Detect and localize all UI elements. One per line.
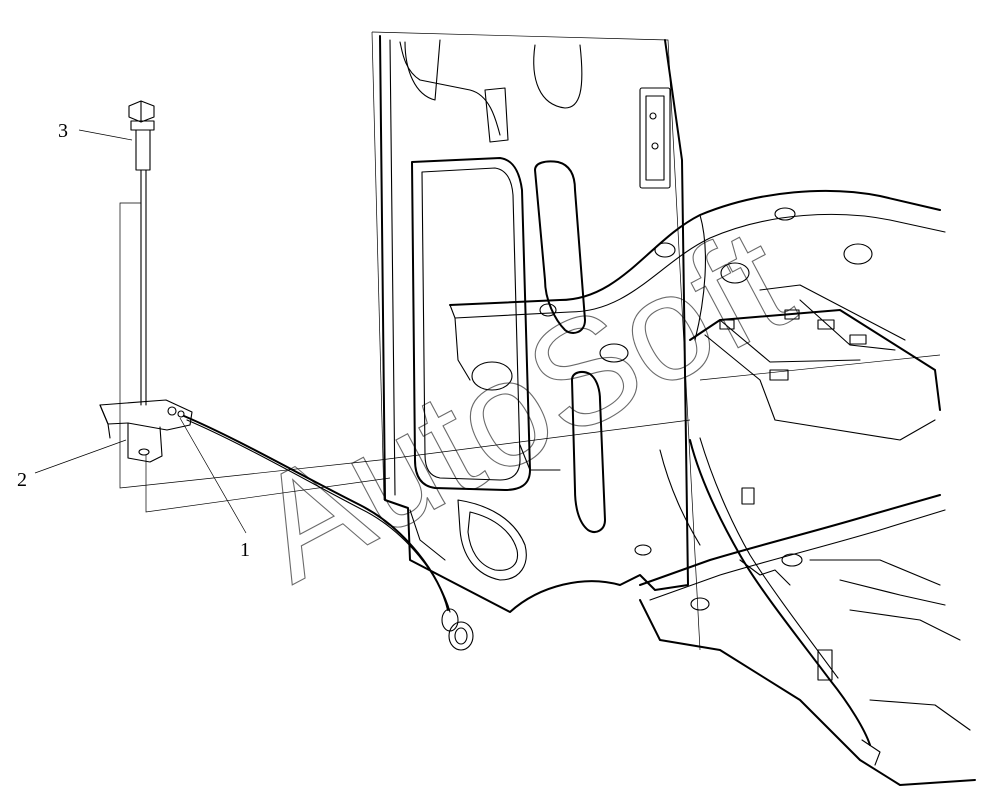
vehicle-body-structure (371, 31, 976, 786)
watermark-text: AutoSoft (228, 195, 815, 613)
callout-label-3: 3 (58, 120, 68, 142)
leader-line-1 (179, 417, 247, 534)
leader-line-2 (34, 439, 127, 474)
bracket-part (99, 202, 391, 513)
callout-label-2: 2 (17, 469, 27, 491)
bolt-part (128, 100, 155, 406)
callout-label-1: 1 (240, 539, 250, 561)
leader-line-3 (78, 129, 133, 141)
cable-part (183, 415, 474, 651)
